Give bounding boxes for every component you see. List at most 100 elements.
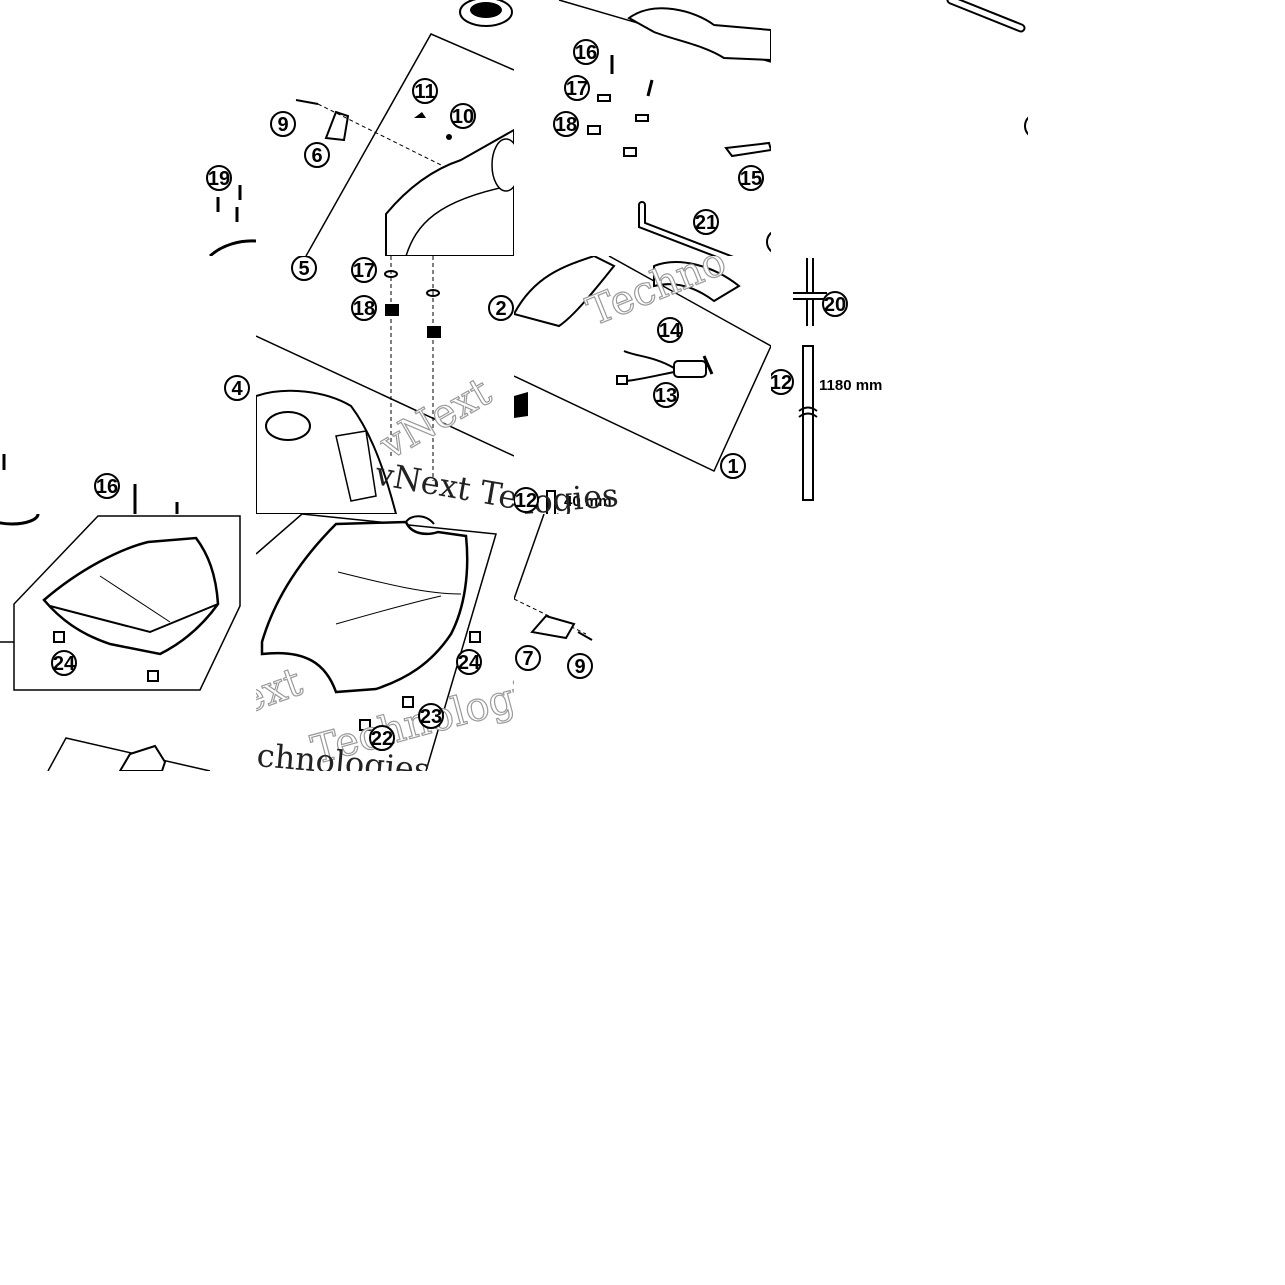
svg-text:9: 9 [277,114,288,136]
washer-17b [635,114,649,122]
callout-5: 5 [291,256,317,281]
callout-11: 11 [412,78,438,104]
tile-hose-long-drawing: 1180 mm 20 12 [771,258,882,501]
tile-left-mid-drawing: 16 [2,454,179,514]
svg-text:13: 13 [655,385,677,407]
cover-leader-dashed [514,598,587,635]
tile-rear-seat: 24 [0,514,256,771]
callout-22: 22 [369,725,395,751]
callout-23: 23 [418,703,444,729]
tile-hardware-top: 16 17 18 15 21 [514,0,771,256]
tile-rod-top-drawing [946,0,1028,136]
rear-seat-seam [49,603,219,634]
callout-6: 6 [304,142,330,168]
ring-edge [208,239,256,256]
callout-partial [766,231,771,253]
rider-seat-hump [405,515,435,525]
tile-fuel-tank-mid: vNext Te 5 17 18 2 [256,256,514,514]
callout-7: 7 [515,645,541,671]
rider-seat-nut-23 [402,696,414,708]
pump-wire-b [623,371,675,382]
watermark-fragment-e: ext [256,659,308,724]
watermark-overlay: vNext [380,380,560,490]
tile-hardware-top-drawing: 16 17 18 15 21 [553,0,771,256]
tile-fuel-pump: 40 mm Techno logies 14 13 1 12 [514,256,771,514]
rider-seat-nut-22 [359,719,371,731]
tile-rear-seat-drawing: 24 [0,514,241,771]
tile-fuel-tank-mid-drawing: vNext Te 5 17 18 2 [256,256,514,514]
rear-seat-box [13,515,241,691]
callout-10: 10 [450,103,476,129]
leader-line-dashed [317,103,442,166]
svg-text:11: 11 [414,81,435,103]
callout-18-mid: 18 [351,295,377,321]
hose-12-long [802,345,814,501]
svg-text:23: 23 [420,706,442,728]
hose-12-short [546,490,556,514]
tile-rider-seat-drawing: ext Technologies chnologies 24 23 22 [256,514,514,771]
tile-cover-7-drawing: 7 9 [514,514,593,679]
assembly-frame-lower [256,335,514,457]
svg-text:4: 4 [231,378,243,400]
tile-left-top: 19 [0,0,256,256]
callout-17-mid: 17 [351,257,377,283]
svg-text:16: 16 [96,476,118,498]
callout-1: 1 [720,453,746,479]
callout-20: 20 [822,291,848,317]
callout-24-rider: 24 [456,649,482,675]
svg-text:12: 12 [771,372,792,394]
grommet-18-left [385,304,399,316]
svg-text:5: 5 [298,258,309,280]
assembly-frame [305,33,514,256]
svg-text:7: 7 [522,648,533,670]
tile-fuel-tank-top-drawing: 9 6 11 10 [270,0,514,256]
rider-seat-line-a [337,571,462,595]
svg-text:21: 21 [695,212,717,234]
rear-seat-nut-b [147,670,159,682]
callout-13: 13 [653,382,679,408]
svg-text:15: 15 [740,168,762,190]
rear-seat-line [99,575,171,623]
callout-17-top: 17 [564,75,590,101]
callout-15: 15 [738,165,764,191]
tile-fuel-tank-top: 9 6 11 10 [256,0,514,256]
hose-break-a [798,406,818,412]
callout-2: 2 [488,295,514,321]
pump-housing [653,261,741,303]
svg-text:19: 19 [208,168,230,190]
svg-text:2: 2 [495,298,506,320]
callout-24-rear: 24 [51,650,77,676]
callout-12-short: 12 [514,487,539,513]
hose-21-inner [640,203,729,256]
tile-hose-long: 1180 mm 20 12 [771,256,1028,514]
screw-9 [295,99,319,105]
tile-left-top-drawing: 19 [206,165,256,256]
callout-16-top: 16 [573,39,599,65]
callout-16-left: 16 [94,473,120,499]
seat-bracket [627,7,771,62]
fuel-cap-center [470,2,502,18]
svg-text:17: 17 [353,260,375,282]
hose-break-b [798,412,818,418]
dimension-40mm: 40 mm [564,493,612,510]
svg-text:20: 20 [824,294,846,316]
tank-edge-fragment [514,256,616,328]
fuel-tank-recess [335,430,377,502]
callout-partial-right [1024,116,1028,136]
svg-text:14: 14 [659,320,682,342]
rod-inner [948,0,1024,31]
lower-part [118,744,167,771]
rear-seat-nut-a [53,631,65,643]
svg-text:24: 24 [458,652,481,674]
tile-left-mid: 16 [0,256,220,514]
cover-part-6 [324,110,350,142]
rider-seat-cushion [260,520,469,694]
screw-16b [646,79,654,97]
svg-text:6: 6 [311,145,322,167]
callout-9-lower: 9 [567,653,593,679]
pump-outlet [702,355,714,375]
washer-10 [446,134,452,140]
pump-wire-a [623,350,675,369]
cover-frame-edge [514,514,545,600]
